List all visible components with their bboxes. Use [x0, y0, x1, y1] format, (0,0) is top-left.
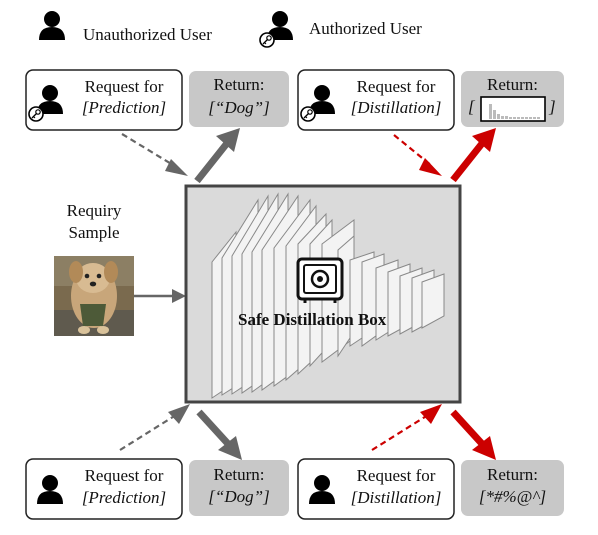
safe-icon — [296, 257, 344, 303]
top-right-return-label: Return: — [487, 75, 538, 94]
top-left-return-arrow-head — [216, 128, 240, 152]
bottom-right-return-arrow-head — [472, 436, 496, 460]
top-right-return-open-bracket: [ — [468, 97, 475, 116]
top-right-request-target: [Distillation] — [350, 98, 442, 117]
top-right-request-label: Request for — [356, 77, 436, 96]
bottom-right-return-label: Return: — [487, 465, 538, 484]
top-right-request-arrow-head — [419, 158, 442, 176]
bottom-left-request-target: [Prediction] — [81, 488, 167, 507]
authorized-user-label: Authorized User — [309, 19, 422, 38]
bottom-right-request-arrow-head — [420, 404, 442, 424]
unauthorized-user-icon — [39, 11, 65, 40]
bottom-right-return-arrow — [450, 409, 487, 449]
top-left-request-arrow — [121, 133, 179, 169]
bottom-left-request-arrow-head — [168, 404, 190, 424]
bottom-left-request-label: Request for — [84, 466, 164, 485]
bottom-right-request-box — [297, 458, 455, 520]
top-right-request-box — [297, 69, 455, 131]
bottom-right-request-label: Request for — [356, 466, 436, 485]
top-left-return-value: [“Dog”] — [208, 98, 270, 117]
bottom-left-request-box — [25, 458, 183, 520]
top-left-request-target: [Prediction] — [81, 98, 167, 117]
bottom-right-return-value: [*#%@^] — [478, 487, 547, 506]
dog-sample-image — [54, 256, 134, 336]
sample-label-line2: Sample — [68, 223, 120, 242]
bottom-left-request-arrow — [119, 414, 177, 451]
authorized-user-icon — [259, 11, 293, 48]
top-left-return-arrow — [194, 139, 231, 184]
bottom-left-return-box — [189, 460, 289, 516]
top-left-request-label: Request for — [84, 77, 164, 96]
top-left-return-box — [189, 71, 289, 127]
top-left-request-arrow-head — [165, 159, 188, 176]
bottom-left-return-label: Return: — [213, 465, 265, 484]
top-right-return-close-bracket: ] — [549, 97, 556, 116]
top-left-return-label: Return: — [213, 75, 265, 94]
bottom-left-return-value: [“Dog”] — [208, 487, 270, 506]
top-right-return-arrow — [450, 138, 487, 183]
bottom-right-return-box — [461, 460, 564, 516]
box-title: Safe Distillation Box — [238, 310, 387, 329]
bottom-left-return-arrow-head — [218, 436, 242, 460]
bottom-left-return-arrow — [196, 409, 233, 449]
bottom-right-request-target: [Distillation] — [350, 488, 442, 507]
top-right-return-arrow-head — [472, 128, 496, 152]
bottom-right-request-arrow — [371, 414, 429, 451]
histogram-icon — [480, 96, 546, 122]
input-arrow-head — [172, 289, 186, 303]
unauthorized-user-label: Unauthorized User — [83, 25, 212, 44]
sample-label-line1: Requiry — [66, 201, 122, 220]
top-left-request-box — [25, 69, 183, 131]
